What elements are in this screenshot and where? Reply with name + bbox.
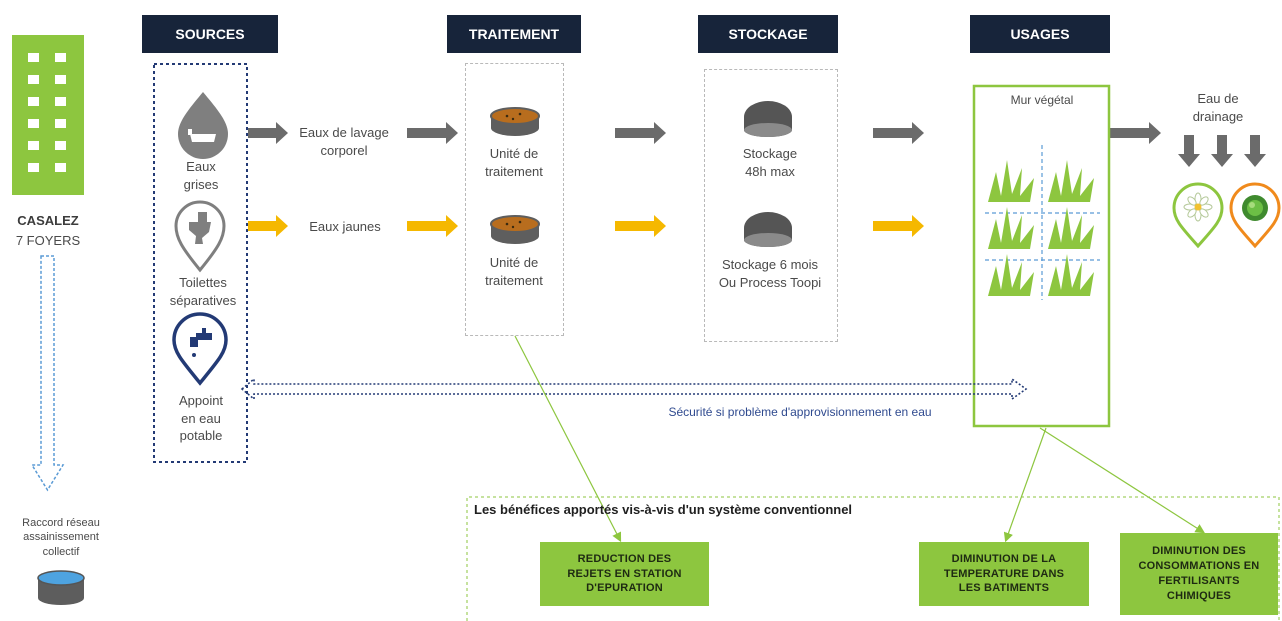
treatment-bowl-icon — [490, 107, 540, 136]
benefits-frame — [466, 496, 1280, 621]
toilets-label: Toilettes séparatives — [169, 275, 237, 308]
yellow-water-label: Eaux jaunes — [309, 219, 381, 234]
benefit-connectors — [514, 335, 1206, 543]
security-note: Sécurité si problème d'approvisionnement… — [668, 405, 932, 419]
storage-tank-icon — [744, 212, 792, 247]
building-households: 7 FOYERS — [15, 233, 81, 248]
green-wall-box — [972, 84, 1111, 428]
cabbage-pin-icon — [1229, 182, 1281, 249]
benefit-diminution-temperature: DIMINUTION DE LA TEMPERATURE DANS LES BA… — [919, 542, 1089, 606]
treatment-box — [465, 63, 564, 336]
storage-box — [704, 69, 838, 342]
yellow-arrows — [248, 215, 924, 237]
security-double-arrow — [240, 377, 1028, 401]
storage-tank-icon — [744, 101, 792, 137]
treatment-unit-2-label: Unité de traitement — [485, 255, 543, 288]
header-stockage: STOCKAGE — [698, 15, 838, 53]
drainage-label: Eau de drainage — [1192, 91, 1244, 124]
building-name: CASALEZ — [17, 213, 79, 228]
potable-water-pin-icon — [172, 312, 228, 386]
flower-pin-icon — [1172, 182, 1224, 249]
building-icon — [12, 35, 84, 195]
treatment-unit-1-label: Unité de traitement — [485, 146, 543, 179]
potable-label: Appoint en eau potable — [178, 393, 224, 444]
raccord-label: Raccord réseau assainissement collectif — [22, 517, 100, 558]
header-sources: SOURCES — [142, 15, 278, 53]
grey-water-drop-icon — [178, 92, 228, 159]
storage-1-label: Stockage 48h max — [742, 146, 798, 179]
green-wall-label: Mur végétal — [1010, 93, 1074, 107]
sources-box — [153, 63, 248, 463]
toilet-pin-icon — [174, 200, 226, 273]
grey-water-label: Eaux grises — [183, 159, 219, 192]
treatment-bowl-icon — [490, 215, 540, 244]
storage-2-label: Stockage 6 mois Ou Process Toopi — [718, 257, 822, 290]
washing-water-label: Eaux de lavage corporel — [299, 125, 389, 158]
sewer-tank-icon — [37, 570, 85, 605]
benefit-diminution-fertilisants: DIMINUTION DES CONSOMMATIONS EN FERTILIS… — [1120, 533, 1278, 615]
benefit-reduction-rejets: REDUCTION DES REJETS EN STATION D'EPURAT… — [540, 542, 709, 606]
drainage-arrows — [1178, 135, 1266, 167]
grey-arrows — [248, 122, 1161, 144]
header-traitement: TRAITEMENT — [447, 15, 581, 53]
grass-grid — [985, 145, 1100, 300]
header-usages: USAGES — [970, 15, 1110, 53]
sewer-down-arrow — [30, 255, 65, 492]
benefits-title: Les bénéfices apportés vis-à-vis d'un sy… — [474, 502, 853, 517]
